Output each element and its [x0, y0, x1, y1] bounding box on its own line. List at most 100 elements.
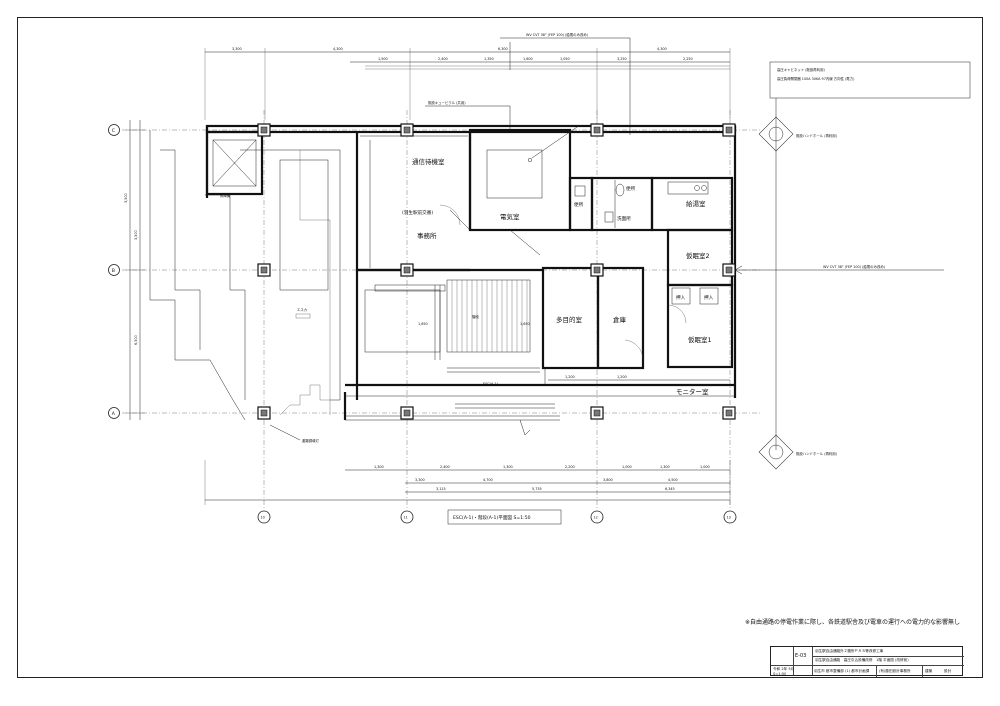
grid-lines: [122, 110, 760, 510]
dim-bottom-sub-1: 2,400: [440, 465, 450, 469]
dim-interior-1: 1,200: [617, 375, 627, 379]
dim-bottom-sub-3: 2,200: [565, 465, 575, 469]
cubicle-label: 既設キュービクル (共用): [428, 100, 466, 105]
room-multipurpose: 多目的室: [556, 315, 583, 324]
comm-and-office: 通信待機室 (羽生駅前交番) 事務所: [355, 130, 472, 272]
handhole-bottom-label: 既設ハンドホール (再利用): [796, 451, 838, 456]
sheet-border: [17, 17, 983, 678]
dim-bottom-3: 4,500: [668, 478, 678, 482]
handhole-top-label: 既設ハンドホール (再利用): [796, 133, 838, 138]
grid-row-a: A: [112, 411, 116, 417]
room-closet-1: 押入: [676, 294, 686, 301]
dim-left-2: 6,500: [134, 335, 138, 345]
dim-bottom-0: 3,300: [415, 478, 425, 482]
room-comm-waiting: 通信待機室: [412, 157, 445, 166]
grid-bubble-10: [257, 510, 271, 524]
dim-top-sub-3: 1,600: [523, 57, 533, 61]
title-designer: (有)藤田設計事務所: [879, 669, 911, 673]
dim-interior-2: 1,650: [418, 322, 428, 326]
room-kitchen: 給湯室: [686, 199, 706, 208]
project-line2: 羽生駅自由通路 高圧引込設備改修 1階 平面図 (改修前): [815, 658, 909, 662]
legend-marker-label: 避難誘導灯: [302, 438, 320, 443]
dim-top-2: 6,300: [498, 47, 508, 51]
notice-text: ※自由通路の停電作業に際し、各鉄道駅舎及び電車の運行への電力的な影響無し: [745, 619, 961, 626]
grid-row-bubbles: C B A: [108, 124, 120, 419]
columns: [257, 123, 736, 420]
evacuation-marker: 避難誘導灯: [269, 424, 320, 443]
dim-top-sub-5: 3,250: [617, 57, 627, 61]
cabinet-line2: 高圧負荷開閉器 100A 30KA 97内線 方向性 (電力): [777, 76, 855, 81]
room-closet-2: 押入: [704, 294, 714, 301]
dim-top-3: 4,300: [657, 47, 667, 51]
grid-col-bubbles: 10 11 12 13: [257, 510, 737, 524]
room-monitor: モニター室: [676, 387, 709, 396]
cubicle-annotation: 既設キュービクル (共用): [425, 100, 511, 130]
right-equipment: 高圧キャビネット (既設再利用) 高圧負荷開閉器 100A 30KA 97内線 …: [734, 61, 971, 470]
grid-col-10: 10: [261, 516, 265, 520]
grid-col-11: 11: [404, 516, 408, 520]
grid-col-12: 12: [594, 516, 598, 520]
site-label-1: エスカ: [297, 307, 307, 312]
dim-bottom-sub-5: 1,300: [660, 465, 670, 469]
top-cable-label: WV CVT 38° (FEP 100) (給電のみ改め): [526, 32, 589, 37]
left-dimensions: 3,500 3,500 6,500: [124, 120, 145, 420]
title-drafter: 建築: [925, 669, 933, 673]
stairs-area: 階段 1,650 1,650 ESC(A-1): [355, 268, 555, 436]
toilets: 便所 便所 洗面所: [568, 176, 654, 232]
room-toilet-b: 便所: [626, 185, 636, 192]
room-warehouse: 倉庫: [613, 315, 627, 324]
title-office: 羽生市 都市整備部 (1) 都市計画課: [814, 669, 870, 673]
electrical-room: 電気室: [468, 124, 581, 256]
dim-top-sub-2: 1,350: [484, 57, 494, 61]
title-date: 令和 2年 5月: [773, 667, 795, 671]
kitchen-room: 給湯室: [650, 176, 734, 232]
grid-bubble-13: [723, 510, 737, 524]
dim-top-1: 4,300: [333, 47, 343, 51]
monitor-room: モニター室 1,200 1,200: [548, 375, 730, 396]
grid-col-13: 13: [727, 516, 731, 520]
grid-row-b: B: [112, 268, 115, 274]
grid-bubble-c: [108, 124, 120, 136]
room-nap-2: 仮眠室2: [686, 251, 710, 260]
multi-and-warehouse: 多目的室 倉庫: [541, 266, 645, 385]
dim-top-sub-4: 1,050: [560, 57, 570, 61]
elevator-label: 昇降機: [220, 193, 231, 198]
dim-bottom-total-2: 6,345: [665, 487, 675, 491]
dim-left-0: 3,500: [124, 193, 128, 203]
escalator-label: ESC(A-1): [483, 382, 499, 386]
dim-top-sub-6: 2,250: [683, 57, 693, 61]
elevator-shaft: 昇降機: [205, 130, 264, 198]
dim-left-1: 3,500: [134, 230, 138, 240]
dim-top-sub-1: 2,400: [438, 57, 448, 61]
title-scale: S=1:50: [773, 672, 787, 676]
drawing-caption: ESC(A-1)・階段(A-1)平面図 S=1:50: [447, 509, 562, 525]
room-electrical: 電気室: [500, 212, 520, 221]
right-cable-label: WV CVT 38° (FEP 100) (給電のみ改め): [823, 264, 886, 269]
dim-bottom-sub-4: 1,000: [622, 465, 632, 469]
dim-bottom-sub-0: 1,300: [374, 465, 384, 469]
dim-bottom-sub-6: 1,000: [700, 465, 710, 469]
top-cable-annotation: WV CVT 38° (FEP 100) (給電のみ改め): [500, 32, 631, 135]
dim-top-0: 3,300: [232, 47, 242, 51]
caption-text: ESC(A-1)・階段(A-1)平面図 S=1:50: [453, 514, 531, 521]
dim-bottom-total-1: 5,735: [532, 487, 542, 491]
dim-interior-0: 1,200: [565, 375, 575, 379]
room-washroom: 洗面所: [617, 215, 631, 222]
nap-rooms: 仮眠室2 押入 押入 仮眠室1: [666, 228, 734, 369]
stairs-label: 階段: [472, 314, 479, 319]
grid-row-c: C: [112, 128, 115, 134]
room-nap-1: 仮眠室1: [688, 335, 712, 344]
dim-bottom-2: 3,800: [603, 478, 613, 482]
bottom-dimensions: 1,300 2,400 1,300 2,200 1,000 1,300 1,00…: [204, 460, 731, 505]
room-storage-a: 便所: [574, 201, 584, 208]
title-block: E-03 羽生駅自由通路外２箇所ＰＡＳ等改修工事 羽生駅自由通路 高圧引込設備改…: [770, 646, 964, 677]
grid-bubble-11: [400, 510, 414, 524]
dim-interior-3: 1,650: [520, 322, 530, 326]
grid-bubble-12: [590, 510, 604, 524]
grid-bubble-a: [108, 407, 120, 419]
room-station-office-label: (羽生駅前交番): [402, 209, 433, 216]
drawing-number: E-03: [795, 653, 807, 659]
dim-bottom-total-0: 3,115: [436, 487, 446, 491]
room-office: 事務所: [417, 231, 437, 240]
